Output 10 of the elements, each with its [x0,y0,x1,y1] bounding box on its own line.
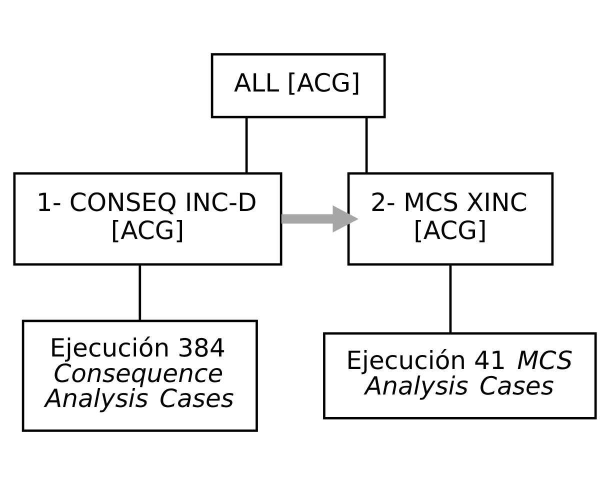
node-box: 2- MCS XINC [ACG] [347,172,554,266]
node-box: ALL [ACG] [210,53,386,118]
connector [245,117,248,174]
connector [365,117,368,174]
node-box: 1- CONSEQ INC-D [ACG] [13,172,282,266]
connector [138,264,142,321]
connector [449,264,452,334]
node-box: Ejecución 41 MCS Analysis Cases [323,332,597,420]
node-box: Ejecución 384 Consequence Analysis Cases [22,320,258,432]
arrow [281,205,359,233]
